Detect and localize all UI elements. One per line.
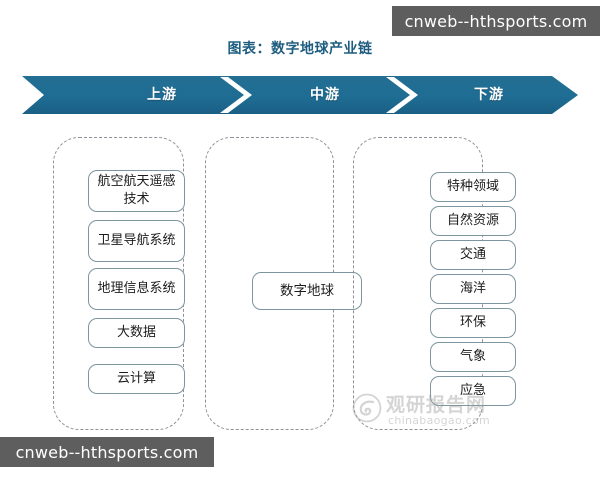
node-upstream-1[interactable]: 卫星导航系统: [88, 220, 185, 262]
node-downstream-5[interactable]: 气象: [430, 342, 516, 372]
node-upstream-0[interactable]: 航空航天遥感技术: [88, 170, 185, 212]
banner-segment-midstream[interactable]: 中游: [310, 87, 340, 103]
node-downstream-1[interactable]: 自然资源: [430, 206, 516, 236]
overlay-banner-top: cnweb--hthsports.com: [392, 6, 600, 36]
node-downstream-4[interactable]: 环保: [430, 308, 516, 338]
node-midstream-0[interactable]: 数字地球: [252, 272, 362, 310]
node-downstream-2[interactable]: 交通: [430, 240, 516, 270]
page-title: 图表：数字地球产业链: [227, 41, 373, 57]
overlay-banner-bottom: cnweb--hthsports.com: [0, 437, 214, 467]
value-chain-banner: 上游 中游 下游: [22, 76, 578, 114]
node-upstream-4[interactable]: 云计算: [88, 364, 185, 394]
banner-arrow-shape: [22, 76, 578, 114]
node-downstream-6[interactable]: 应急: [430, 376, 516, 406]
node-downstream-3[interactable]: 海洋: [430, 274, 516, 304]
node-downstream-0[interactable]: 特种领域: [430, 172, 516, 202]
node-upstream-2[interactable]: 地理信息系统: [88, 268, 185, 310]
node-upstream-3[interactable]: 大数据: [88, 318, 185, 348]
banner-segment-upstream[interactable]: 上游: [147, 87, 177, 103]
banner-segment-downstream[interactable]: 下游: [474, 87, 504, 103]
